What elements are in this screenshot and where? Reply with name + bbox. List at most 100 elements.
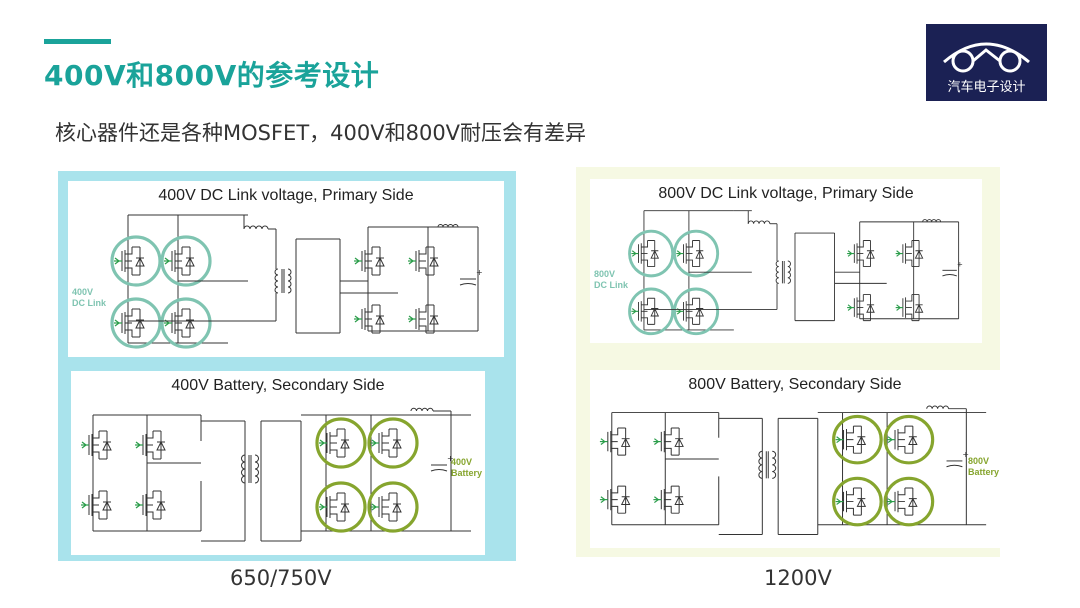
gate-arrow-icon [135, 441, 141, 449]
inductor-icon [747, 220, 771, 224]
gate-arrow-icon [81, 501, 87, 509]
transistor-body [142, 491, 154, 519]
mosfet-symbol [164, 246, 195, 276]
left-voltage-rating: 650/750V [230, 566, 332, 590]
transformer-secondary-coil [254, 454, 259, 484]
diode-lead [617, 485, 626, 514]
capacitor-polarity: + [447, 454, 454, 463]
schematic-group: + [81, 407, 471, 542]
right-secondary-label-kind: Battery [968, 467, 1000, 477]
transistor-body [607, 486, 619, 514]
diode-lead [692, 297, 700, 325]
mosfet-symbol [114, 308, 145, 338]
gate-arrow-icon [135, 501, 141, 509]
left-primary-side-label: 400V DC Link [72, 287, 106, 309]
car-logo-icon [943, 42, 1030, 73]
gate-arrow-icon [887, 498, 894, 505]
body-diode-icon [620, 428, 631, 456]
right-voltage-rating: 1200V [764, 566, 832, 590]
transistor-body [638, 240, 648, 267]
transistor-body [378, 429, 390, 457]
gate-arrow-icon [371, 503, 377, 511]
body-diode-icon [185, 247, 195, 275]
gate-arrow-icon [654, 496, 660, 503]
gate-arrow-icon [81, 441, 87, 449]
mosfet-symbol [887, 425, 918, 454]
highlight-ring [160, 235, 212, 287]
brand-logo: 汽车电子设计 [926, 24, 1047, 101]
gate-arrow-icon [654, 438, 660, 445]
capacitor-plate [430, 469, 448, 472]
body-diode-icon [650, 298, 660, 325]
highlight-ring [367, 481, 419, 533]
mosfet-symbol [895, 240, 924, 268]
body-diode-icon [695, 298, 705, 325]
body-diode-icon [392, 429, 402, 457]
right-secondary-schematic: + [599, 405, 987, 535]
transistor-body [843, 488, 854, 516]
right-secondary-title: 800V Battery, Secondary Side [688, 376, 902, 393]
diode-lead [853, 425, 862, 454]
diode-lead [153, 490, 161, 520]
gate-arrow-icon [371, 439, 377, 447]
mosfet-symbol [354, 304, 385, 334]
highlight-ring [628, 287, 675, 336]
body-diode-icon [914, 294, 924, 321]
inductor-icon [922, 219, 942, 222]
diode-lead [911, 294, 920, 322]
diode-lead [671, 427, 680, 456]
left-secondary-title: 400V Battery, Secondary Side [171, 377, 385, 394]
diode-lead [671, 485, 680, 514]
left-primary-schematic: + [110, 214, 483, 349]
diode-lead [389, 428, 397, 458]
highlight-ring [832, 414, 883, 465]
gate-arrow-icon [354, 315, 360, 323]
gate-arrow-icon [676, 250, 682, 257]
body-diode-icon [135, 247, 145, 275]
highlight-ring [673, 287, 720, 336]
left-primary-label-voltage: 400V [72, 287, 94, 297]
gate-arrow-icon [114, 319, 120, 327]
mosfet-symbol [599, 427, 631, 456]
body-diode-icon [340, 493, 350, 521]
page-title: 400V和800V的参考设计 [44, 59, 380, 92]
mosfet-symbol [81, 490, 112, 520]
body-diode-icon [650, 240, 660, 267]
mosfet-symbol [319, 428, 350, 458]
mosfet-symbol [354, 246, 385, 276]
diode-lead [692, 240, 700, 268]
left-secondary-side-label: 400V Battery [451, 457, 482, 479]
inductor-icon [437, 224, 459, 228]
schematic-group: + [628, 210, 963, 336]
logo-text: 汽车电子设计 [947, 80, 1026, 95]
mosfet-symbol [847, 294, 875, 322]
highlight-ring [628, 229, 675, 278]
highlight-ring [315, 417, 367, 469]
right-primary-schematic: + [628, 210, 963, 336]
transistor-body [894, 426, 906, 454]
highlight-ring [315, 481, 367, 533]
highlight-ring [673, 229, 720, 278]
body-diode-icon [156, 431, 166, 459]
body-diode-icon [102, 431, 112, 459]
diode-lead [337, 428, 345, 458]
capacitor-plate [459, 283, 477, 286]
gate-arrow-icon [408, 315, 414, 323]
body-diode-icon [620, 486, 631, 514]
diode-lead [426, 246, 434, 276]
body-diode-icon [908, 488, 918, 516]
diode-lead [372, 304, 380, 334]
left-primary-title: 400V DC Link voltage, Primary Side [158, 187, 414, 204]
transformer-primary-coil [758, 450, 763, 479]
transistor-body [843, 426, 854, 454]
mosfet-symbol [371, 428, 402, 458]
title-accent-bar [44, 39, 111, 44]
transistor-body [142, 431, 154, 459]
right-design-panel: + 800V DC Link voltage, Primary Side 800… [576, 167, 1000, 557]
diode-lead [426, 304, 434, 334]
gate-arrow-icon [600, 496, 606, 503]
diode-lead [617, 427, 626, 456]
transistor-body [894, 488, 906, 516]
diode-lead [389, 492, 397, 522]
body-diode-icon [135, 309, 145, 337]
